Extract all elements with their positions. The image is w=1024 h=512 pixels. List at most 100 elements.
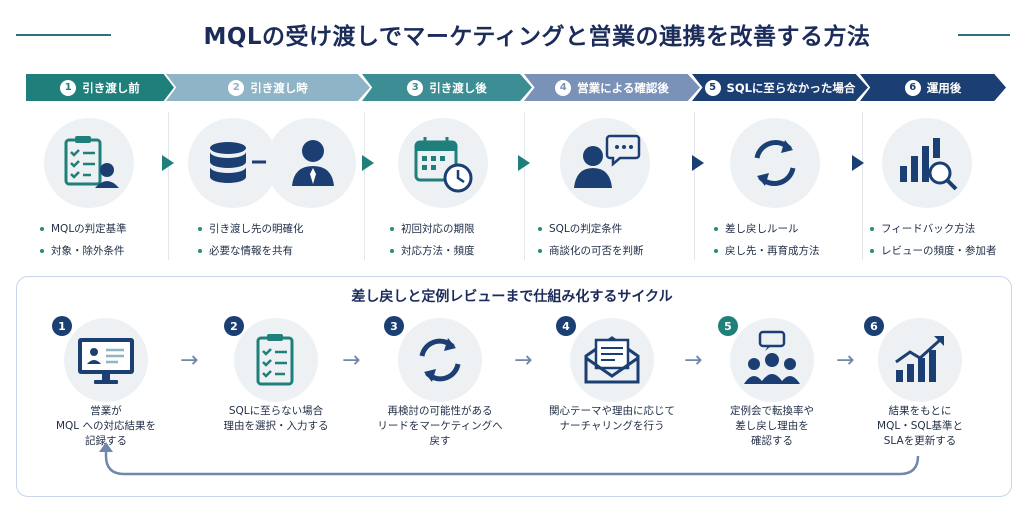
person-icon [292, 140, 334, 186]
cycle-arrow: → [836, 348, 855, 373]
cycle-icon-circle-5 [730, 318, 814, 402]
bullet-item: レビューの頻度・参加者 [870, 240, 997, 262]
step-label: SQLに至らなかった場合 [726, 80, 856, 95]
cycle-number-5: 5 [718, 316, 738, 336]
step-icon-circle-5 [730, 118, 820, 208]
cycle-icon-circle-4 [570, 318, 654, 402]
cycle-title: 差し戻しと定例レビューまで仕組み化するサイクル [351, 289, 673, 305]
bullet-item: 必要な情報を共有 [198, 240, 304, 262]
step-bullets-5: 差し戻しルール 戻し先・再育成方法 [714, 218, 820, 262]
bullet-item: 引き渡し先の明確化 [198, 218, 304, 240]
bullet-item: 初回対応の期限 [390, 218, 475, 240]
divider [862, 112, 863, 260]
step-label: 引き渡し時 [250, 80, 308, 95]
cycle-line: 関心テーマや理由に応じて [549, 405, 675, 417]
monitor-profile-icon [78, 338, 134, 384]
cycle-line: 確認する [751, 435, 793, 447]
step-banner-6: 6 運用後 [860, 74, 1006, 101]
step-number: 6 [904, 79, 921, 96]
title-rule-left [16, 34, 111, 36]
cycle-text-1: 営業が MQL への対応結果を 記録する [31, 404, 181, 449]
cycle-line: 戻す [429, 435, 451, 447]
cycle-icon-circle-6 [878, 318, 962, 402]
cycle-line: リードをマーケティングへ [377, 420, 503, 432]
bar-chart-search-icon [900, 138, 958, 191]
bullet-item: 対応方法・頻度 [390, 240, 475, 262]
step-bullets-4: SQLの判定条件 商談化の可否を判断 [538, 218, 644, 262]
bullet-item: 戻し先・再育成方法 [714, 240, 820, 262]
step-banner-3: 3 引き渡し後 [362, 74, 532, 101]
cycle-icon-circle-2 [234, 318, 318, 402]
cycle-line: MQL・SQL基準と [877, 420, 963, 432]
divider [168, 112, 169, 260]
refresh-icon [419, 338, 461, 382]
cycle-arrow: → [342, 348, 361, 373]
divider [694, 112, 695, 260]
step-banner-1: 1 引き渡し前 [26, 74, 174, 101]
step-label: 引き渡し前 [82, 80, 140, 95]
step-icon-circle-6 [882, 118, 972, 208]
cycle-number-1: 1 [52, 316, 72, 336]
cycle-line: 営業が [90, 405, 122, 417]
header: MQLの受け渡しでマーケティングと営業の連携を改善する方法 [0, 14, 1024, 54]
cycle-panel [16, 276, 1012, 497]
step-bullets-1: MQLの判定基準 対象・除外条件 [40, 218, 127, 262]
cycle-arrow: → [684, 348, 703, 373]
step-label: 引き渡し後 [429, 80, 487, 95]
step-icon-circle-2b [266, 118, 356, 208]
cycle-number-2: 2 [224, 316, 244, 336]
cycle-line: MQL への対応結果を [55, 420, 156, 432]
cycle-line: 記録する [85, 435, 127, 447]
step-number: 1 [60, 79, 77, 96]
step-banner-4: 4 営業による確認後 [524, 74, 700, 101]
bullet-item: 対象・除外条件 [40, 240, 127, 262]
cycle-arrow: → [514, 348, 533, 373]
cycle-arrow: → [180, 348, 199, 373]
clipboard-check-icon [256, 334, 294, 386]
title-rule-right [958, 34, 1010, 36]
cycle-number-6: 6 [864, 316, 884, 336]
step-bullets-2: 引き渡し先の明確化 必要な情報を共有 [198, 218, 304, 262]
step-icon-circle-3 [398, 118, 488, 208]
cycle-text-5: 定例会で転換率や 差し戻し理由を 確認する [697, 404, 847, 449]
cycle-icon-circle-3 [398, 318, 482, 402]
team-meeting-icon [744, 330, 800, 384]
step-icon-circle-1 [44, 118, 134, 208]
step-label: 運用後 [926, 80, 962, 95]
person-chat-icon [574, 134, 641, 188]
page-title: MQLの受け渡しでマーケティングと営業の連携を改善する方法 [203, 24, 871, 50]
step-number: 5 [704, 79, 721, 96]
cycle-text-4: 関心テーマや理由に応じて ナーチャリングを行う [537, 404, 687, 434]
step-label: 営業による確認後 [577, 80, 669, 95]
calendar-clock-icon [414, 137, 473, 193]
cycle-line: 差し戻し理由を [735, 420, 809, 432]
step-arrow [518, 155, 530, 171]
envelope-document-icon [584, 336, 640, 384]
cycle-text-3: 再検討の可能性がある リードをマーケティングへ 戻す [365, 404, 515, 449]
step-icon-circle-4 [560, 118, 650, 208]
step-arrow [162, 155, 174, 171]
refresh-icon [754, 140, 796, 186]
cycle-line: 再検討の可能性がある [387, 405, 493, 417]
cycle-line: SLAを更新する [883, 435, 957, 447]
growth-chart-icon [895, 336, 944, 382]
step-arrow [852, 155, 864, 171]
bullet-item: フィードバック方法 [870, 218, 997, 240]
step-arrow [362, 155, 374, 171]
step-arrow [692, 155, 704, 171]
divider [524, 112, 525, 260]
step-bullets-3: 初回対応の期限 対応方法・頻度 [390, 218, 475, 262]
cycle-text-2: SQLに至らない場合 理由を選択・入力する [201, 404, 351, 434]
cycle-number-3: 3 [384, 316, 404, 336]
checklist-user-icon [64, 136, 119, 188]
cycle-text-6: 結果をもとに MQL・SQL基準と SLAを更新する [845, 404, 995, 449]
step-banner-2: 2 引き渡し時 [166, 74, 370, 101]
step-banner-5: 5 SQLに至らなかった場合 [692, 74, 868, 101]
cycle-line: ナーチャリングを行う [559, 420, 665, 432]
step-number: 3 [407, 79, 424, 96]
bullet-item: SQLの判定条件 [538, 218, 644, 240]
bullet-item: 差し戻しルール [714, 218, 820, 240]
cycle-line: 定例会で転換率や [730, 405, 814, 417]
database-icon [210, 142, 246, 183]
step-bullets-6: フィードバック方法 レビューの頻度・参加者 [870, 218, 997, 262]
